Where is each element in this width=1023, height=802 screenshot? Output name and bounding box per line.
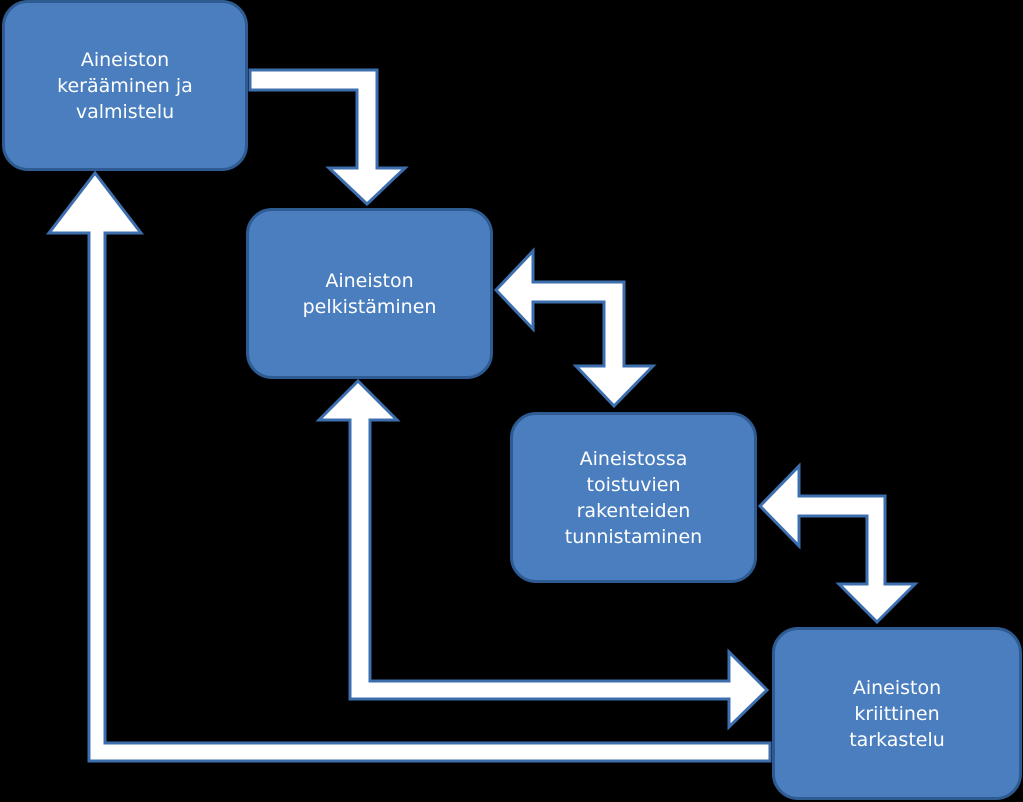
arrow-review-to-collection — [45, 170, 772, 763]
node-label-line: tunnistaminen — [564, 525, 703, 548]
node-label-line: Aineiston — [325, 269, 414, 292]
arrow-reduction-recurring — [493, 247, 657, 409]
arrow-recurring-review — [757, 462, 919, 625]
node-label-line: Aineiston — [852, 676, 942, 699]
node-label-line: kerääminen ja — [57, 74, 193, 97]
node-reduction: Aineiston pelkistäminen — [246, 208, 493, 379]
node-label-line: tarkastelu — [849, 728, 945, 751]
node-critical-review: Aineiston kriittinen tarkastelu — [772, 627, 1022, 800]
node-collection: Aineiston kerääminen ja valmistelu — [2, 0, 248, 171]
arrow-reduction-review — [315, 378, 770, 731]
node-label-line: pelkistäminen — [302, 295, 437, 318]
node-label-line: Aineiston — [80, 48, 170, 71]
node-label-line: Aineistossa — [579, 447, 688, 470]
arrow-collection-to-reduction — [248, 68, 409, 207]
node-label-line: rakenteiden — [576, 499, 691, 522]
node-label-line: kriittinen — [854, 702, 940, 725]
node-recurring-structures: Aineistossa toistuvien rakenteiden tunni… — [510, 412, 757, 583]
node-label-line: valmistelu — [75, 100, 175, 123]
node-label-line: toistuvien — [586, 473, 681, 496]
